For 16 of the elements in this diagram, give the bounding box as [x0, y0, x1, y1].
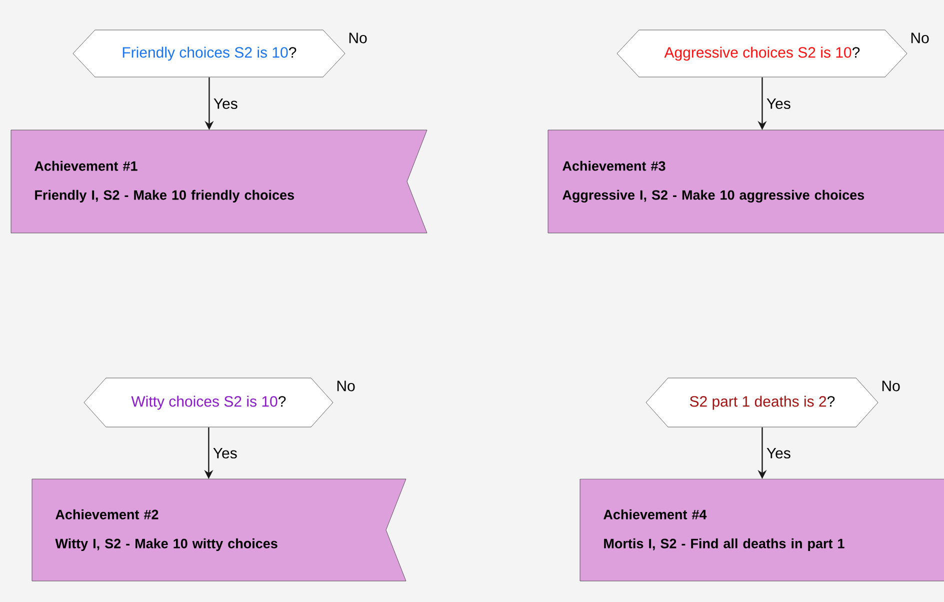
edge-label: Yes [214, 98, 238, 109]
decision-hexagon: Witty choices S2 is 10? [84, 378, 334, 428]
edge-label: Yes [213, 448, 237, 458]
branch-label: No [882, 380, 900, 392]
achievement-banner: Achievement #2 Witty I, S2 - Make 10 witty choices [32, 478, 406, 582]
branch-label: No [337, 380, 355, 392]
achievement-banner: Achievement #1 Friendly I, S2 - Make 10 friendly choices [10, 130, 428, 234]
decision-hexagon: S2 part 1 deaths is 2? [646, 378, 878, 428]
edge-label: Yes [766, 98, 790, 109]
edge-label: Yes [766, 448, 790, 458]
achievement-banner: Achievement #3 Aggressive I, S2 - Make 10 aggressive choices [548, 130, 944, 234]
decision-hexagon: Aggressive choices S2 is 10? [616, 30, 908, 78]
achievement-banner: Achievement #4 Mortis I, S2 - Find all deaths in part 1 [580, 478, 944, 582]
decision-hexagon: Friendly choices S2 is 10? [72, 30, 346, 78]
branch-label: No [349, 32, 367, 44]
branch-label: No [911, 32, 929, 44]
